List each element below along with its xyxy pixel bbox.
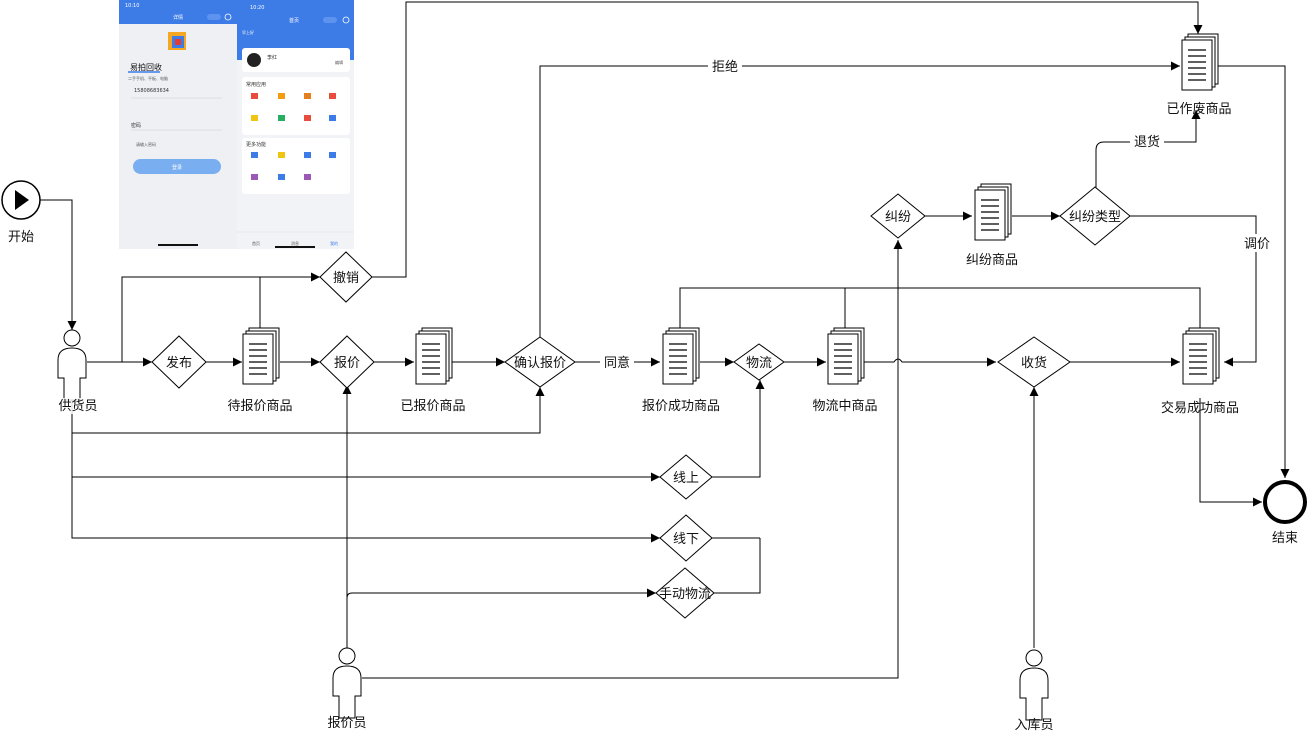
svg-text:请输入密码: 请输入密码 — [136, 141, 156, 147]
edge-deal-to-end — [1199, 398, 1262, 507]
svg-text:纠纷商品: 纠纷商品 — [966, 253, 1018, 268]
svg-text:收货: 收货 — [1021, 355, 1047, 371]
svg-text:线上: 线上 — [673, 471, 699, 486]
gateway-dispute-type: 纠纷类型 — [1059, 186, 1131, 246]
svg-text:详情: 详情 — [173, 14, 183, 21]
svg-text:密码: 密码 — [131, 122, 141, 129]
edge-manual-to-logistics — [714, 538, 761, 594]
gateway-revoke: 撤销 — [319, 251, 373, 303]
label-adjust-price: 调价 — [1244, 237, 1270, 252]
edges — [40, 1, 1290, 679]
edge-supplier-to-confirm — [71, 387, 545, 434]
edge-supplier-to-online — [71, 395, 660, 482]
svg-text:线下: 线下 — [673, 532, 699, 547]
svg-text:二手手机、平板、电脑: 二手手机、平板、电脑 — [128, 75, 168, 81]
svg-text:10:10: 10:10 — [125, 3, 139, 9]
svg-text:10:20: 10:20 — [250, 5, 264, 11]
svg-text:早上好: 早上好 — [242, 29, 254, 35]
gateway-receive: 收货 — [997, 336, 1071, 388]
edge-type-adjust — [1130, 215, 1257, 367]
doc-deal-success: 交易成功商品 — [1161, 327, 1239, 416]
app-grid-icons — [251, 93, 336, 121]
more-grid-icons — [251, 152, 336, 180]
doc-quote-success: 报价成功商品 — [642, 327, 720, 414]
svg-text:消息: 消息 — [291, 240, 299, 246]
svg-text:手动物流: 手动物流 — [659, 587, 711, 602]
edge-labels: 拒绝 同意 退货 调价 — [600, 57, 1274, 371]
svg-text:15808683634: 15808683634 — [134, 88, 169, 94]
svg-text:纠纷: 纠纷 — [885, 210, 911, 225]
actor-quoter: 报价员 — [327, 647, 367, 731]
svg-text:物流中商品: 物流中商品 — [812, 399, 877, 414]
label-reject: 拒绝 — [712, 59, 738, 75]
svg-text:待报价商品: 待报价商品 — [227, 399, 292, 414]
edge-success-to-dispute — [679, 287, 898, 332]
svg-text:我的: 我的 — [330, 240, 338, 246]
edge-start-to-supplier — [40, 199, 77, 330]
svg-text:报价: 报价 — [334, 356, 360, 371]
gateway-dispute: 纠纷 — [870, 193, 926, 239]
phone-screenshot-home: 10:20 首页 早上好 李红 编辑 常用应用 更多功能 — [237, 0, 354, 249]
start-label: 开始 — [8, 230, 34, 245]
doc-quoted: 已报价商品 — [400, 327, 466, 414]
svg-text:登录: 登录 — [172, 164, 182, 171]
actor-supplier: 供货员 — [50, 329, 106, 414]
edge-deal-to-dispute — [898, 287, 1201, 332]
avatar — [247, 53, 261, 67]
login-button — [133, 159, 221, 174]
quoter-label: 报价员 — [327, 716, 366, 731]
edge-inlogistics-to-receive — [864, 357, 996, 367]
phone-screenshot-login: 10:10 详情 易拍回收 二手手机、平板、电脑 15808683634 密码 … — [119, 0, 237, 249]
gateway-publish: 发布 — [151, 335, 207, 389]
label-agree: 同意 — [604, 355, 630, 371]
label-return-goods: 退货 — [1134, 134, 1160, 150]
svg-text:易拍回收: 易拍回收 — [130, 62, 162, 72]
end-label: 结束 — [1272, 531, 1298, 546]
actor-warehouse: 入库员 — [1014, 649, 1054, 733]
edge-online-to-logistics — [712, 380, 765, 478]
doc-dispute: 纠纷商品 — [966, 183, 1018, 268]
doc-pending-quote: 待报价商品 — [227, 327, 293, 414]
svg-text:编辑: 编辑 — [335, 59, 343, 65]
edge-revoke-to-voided — [372, 1, 1203, 278]
gateway-logistics: 物流 — [733, 343, 785, 381]
gateway-confirm-quote: 确认报价 — [504, 336, 576, 388]
svg-text:确认报价: 确认报价 — [514, 356, 566, 371]
gateway-quote: 报价 — [319, 335, 375, 389]
edge-type-return — [1095, 110, 1201, 188]
svg-text:常用应用: 常用应用 — [246, 81, 266, 88]
edge-supplier-to-revoke — [87, 272, 320, 363]
warehouse-label: 入库员 — [1014, 717, 1053, 733]
gateway-online: 线上 — [659, 454, 713, 500]
edge-supplier-to-offline — [71, 395, 660, 543]
svg-text:首页: 首页 — [252, 240, 260, 246]
edge-confirm-reject — [539, 61, 1180, 337]
doc-voided: 已作废商品 — [1166, 33, 1232, 117]
svg-text:撤销: 撤销 — [333, 270, 359, 286]
doc-in-logistics: 物流中商品 — [812, 327, 878, 414]
svg-text:首页: 首页 — [289, 17, 299, 24]
svg-text:纠纷类型: 纠纷类型 — [1069, 210, 1121, 225]
svg-text:发布: 发布 — [166, 355, 192, 371]
svg-text:已作废商品: 已作废商品 — [1166, 101, 1231, 117]
svg-text:更多功能: 更多功能 — [246, 141, 266, 148]
gateway-offline: 线下 — [659, 514, 713, 562]
svg-text:李红: 李红 — [267, 54, 277, 61]
app-logo-icon — [168, 32, 186, 50]
edge-voided-to-end — [1218, 65, 1290, 478]
svg-text:报价成功商品: 报价成功商品 — [642, 399, 720, 414]
end-event: 结束 — [1263, 480, 1307, 546]
gateway-manual-logistics: 手动物流 — [655, 567, 715, 619]
svg-text:已报价商品: 已报价商品 — [400, 399, 465, 414]
supplier-label: 供货员 — [58, 398, 97, 414]
svg-text:交易成功商品: 交易成功商品 — [1161, 400, 1239, 416]
svg-text:物流: 物流 — [746, 356, 772, 371]
edge-quoter-to-dispute — [362, 240, 903, 679]
start-event: 开始 — [1, 180, 41, 245]
edge-quoter-to-manual — [346, 588, 656, 599]
